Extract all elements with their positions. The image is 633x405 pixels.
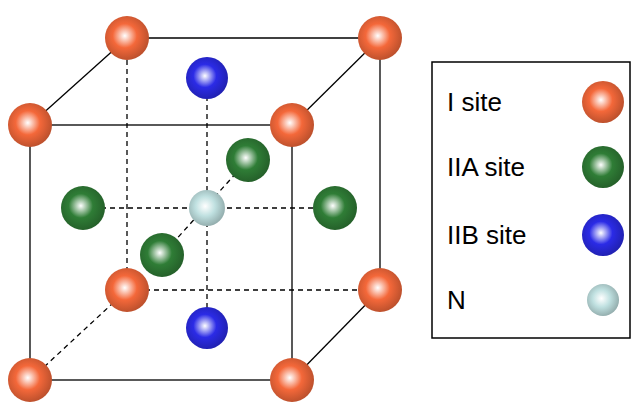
iib-site-atom [186, 307, 228, 349]
legend-swatch [587, 284, 619, 316]
legend-swatch [582, 214, 624, 256]
legend-label: IIA site [447, 152, 525, 182]
i-site-atom [8, 358, 52, 402]
hidden-edges [30, 38, 380, 380]
n-atom [189, 190, 225, 226]
iia-site-atom [61, 186, 105, 230]
i-site-atom [358, 16, 402, 60]
i-site-atom [105, 16, 149, 60]
legend-swatch [582, 81, 624, 123]
legend-label: IIB site [447, 220, 526, 250]
atoms [8, 16, 402, 402]
i-site-atom [8, 103, 52, 147]
legend-label: I site [447, 87, 502, 117]
iia-site-atom [313, 186, 357, 230]
legend-label: N [447, 285, 466, 315]
legend-swatches [582, 81, 624, 316]
legend-box [432, 62, 630, 338]
iib-site-atom [186, 57, 228, 99]
legend-swatch [582, 146, 624, 188]
iia-site-atom [226, 138, 270, 182]
i-site-atom [105, 268, 149, 312]
i-site-atom [270, 103, 314, 147]
iia-site-atom [140, 233, 184, 277]
i-site-atom [270, 358, 314, 402]
i-site-atom [358, 268, 402, 312]
cube-edges [30, 38, 380, 380]
